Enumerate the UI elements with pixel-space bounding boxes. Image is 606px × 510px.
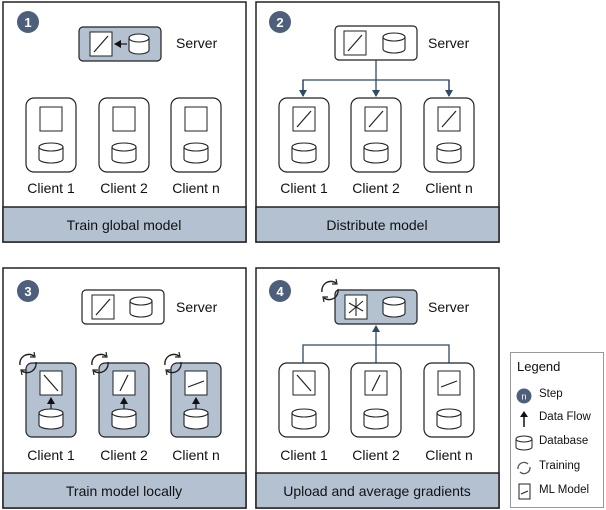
client-label: Client 1 bbox=[27, 447, 75, 463]
client-n: Client n bbox=[170, 97, 222, 196]
client-label: Client 1 bbox=[27, 180, 75, 196]
ml-model-icon bbox=[518, 483, 531, 500]
legend-label: Training bbox=[539, 460, 581, 472]
caption-bar bbox=[255, 206, 500, 243]
panel-caption: Upload and average gradients bbox=[283, 483, 471, 499]
panel-caption: Train global model bbox=[67, 217, 182, 233]
panel-3: Train model locally 3 Server Clie bbox=[2, 267, 247, 509]
training-icon bbox=[517, 461, 531, 475]
database-icon bbox=[38, 408, 64, 430]
client-label: Client 1 bbox=[280, 180, 328, 196]
legend-label: Database bbox=[539, 435, 589, 447]
server-box bbox=[321, 278, 418, 325]
client-label: Client 2 bbox=[100, 447, 148, 463]
client-label: Client 2 bbox=[352, 447, 400, 463]
database-icon bbox=[129, 296, 153, 318]
legend-item-data-flow: Data Flow bbox=[511, 408, 605, 430]
client-label: Client n bbox=[425, 447, 472, 463]
client-label: Client 1 bbox=[280, 447, 328, 463]
database-icon bbox=[183, 408, 209, 430]
panel-2: Distribute model 2 Server Client 1 bbox=[255, 1, 500, 243]
client-1: Client 1 bbox=[19, 351, 77, 463]
client-n: Client n bbox=[423, 362, 475, 463]
server-box bbox=[334, 25, 418, 61]
step-number: 3 bbox=[24, 284, 31, 299]
database-icon bbox=[291, 408, 317, 430]
ml-model-icon bbox=[437, 370, 461, 396]
step-badge: 1 bbox=[17, 11, 39, 33]
server-label: Server bbox=[176, 35, 218, 51]
client-n: Client n bbox=[164, 351, 222, 463]
server-box bbox=[81, 289, 165, 325]
step-badge: 3 bbox=[17, 280, 39, 302]
ml-model-icon bbox=[39, 106, 63, 132]
panel-caption: Distribute model bbox=[326, 217, 427, 233]
client-n: Client n bbox=[423, 97, 475, 196]
legend-item-step: n Step bbox=[511, 385, 605, 407]
database-icon bbox=[515, 435, 533, 451]
database-icon bbox=[38, 142, 64, 164]
data-flow-arrows bbox=[299, 60, 453, 97]
server-label: Server bbox=[428, 299, 470, 315]
database-icon bbox=[183, 142, 209, 164]
server-box bbox=[78, 26, 162, 62]
caption-bar bbox=[2, 206, 247, 243]
ml-model-icon bbox=[184, 370, 208, 396]
legend-item-ml-model: ML Model bbox=[511, 481, 605, 503]
data-flow-arrow-icon bbox=[520, 411, 528, 427]
legend-label: Step bbox=[539, 388, 563, 400]
step-badge: 4 bbox=[269, 280, 291, 302]
training-icon bbox=[19, 351, 37, 376]
training-icon bbox=[91, 351, 109, 376]
legend-label: Data Flow bbox=[539, 411, 591, 423]
legend: Legend n Step Data Flow Database Trainin… bbox=[510, 352, 604, 508]
server-label: Server bbox=[428, 35, 470, 51]
training-icon bbox=[321, 278, 339, 303]
data-flow-arrows bbox=[302, 325, 450, 363]
caption-bar bbox=[2, 472, 247, 509]
ml-model-icon bbox=[184, 106, 208, 132]
server-label: Server bbox=[176, 299, 218, 315]
client-label: Client 2 bbox=[352, 180, 400, 196]
database-icon bbox=[291, 142, 317, 164]
legend-title: Legend bbox=[517, 359, 561, 374]
database-icon bbox=[436, 408, 462, 430]
legend-step-badge-text: n bbox=[521, 392, 526, 402]
step-number: 4 bbox=[276, 284, 284, 299]
client-2: Client 2 bbox=[91, 351, 150, 463]
legend-item-training: Training bbox=[511, 457, 605, 479]
database-icon bbox=[111, 142, 137, 164]
step-badge: 2 bbox=[269, 11, 291, 33]
database-icon bbox=[363, 408, 389, 430]
step-number: 2 bbox=[276, 15, 283, 30]
client-2: Client 2 bbox=[350, 97, 402, 196]
legend-label: ML Model bbox=[539, 484, 590, 496]
client-1: Client 1 bbox=[278, 97, 330, 196]
database-icon bbox=[363, 142, 389, 164]
database-icon bbox=[436, 142, 462, 164]
panel-4: Upload and average gradients 4 Server bbox=[255, 267, 500, 509]
client-2: Client 2 bbox=[350, 362, 402, 463]
legend-item-database: Database bbox=[511, 432, 605, 454]
step-number: 1 bbox=[24, 15, 31, 30]
database-icon bbox=[382, 32, 406, 54]
database-icon bbox=[382, 296, 406, 318]
step-badge-icon: n bbox=[516, 388, 532, 404]
database-icon bbox=[128, 33, 150, 55]
client-1: Client 1 bbox=[278, 362, 330, 463]
database-icon bbox=[111, 408, 137, 430]
client-2: Client 2 bbox=[98, 97, 150, 196]
client-label: Client n bbox=[172, 447, 219, 463]
caption-bar bbox=[255, 472, 500, 509]
ml-model-icon bbox=[112, 106, 136, 132]
client-label: Client 2 bbox=[100, 180, 148, 196]
client-label: Client n bbox=[172, 180, 219, 196]
panel-1: Train global model 1 Server Client 1 bbox=[2, 1, 247, 243]
client-1: Client 1 bbox=[25, 97, 77, 196]
panel-caption: Train model locally bbox=[66, 483, 182, 499]
training-icon bbox=[164, 351, 182, 376]
client-label: Client n bbox=[425, 180, 472, 196]
